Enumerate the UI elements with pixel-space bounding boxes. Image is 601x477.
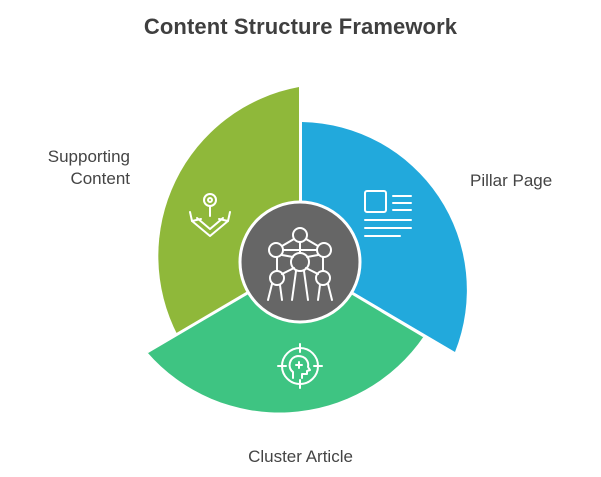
label-pillar-page: Pillar Page	[470, 171, 553, 190]
document-layout-icon	[364, 190, 412, 237]
diagram-title: Content Structure Framework	[143, 14, 458, 39]
atomium-structure-icon	[267, 227, 333, 301]
label-supporting-content: Supporting Content	[22, 146, 130, 190]
label-supporting-line1: Supporting	[47, 147, 130, 166]
target-head-icon	[277, 343, 323, 389]
anchor-icon	[189, 193, 231, 237]
label-cluster-article: Cluster Article	[248, 447, 353, 466]
center-hub	[238, 200, 362, 324]
segment-cluster-article	[147, 262, 424, 413]
label-supporting-line2: Content	[70, 169, 130, 188]
